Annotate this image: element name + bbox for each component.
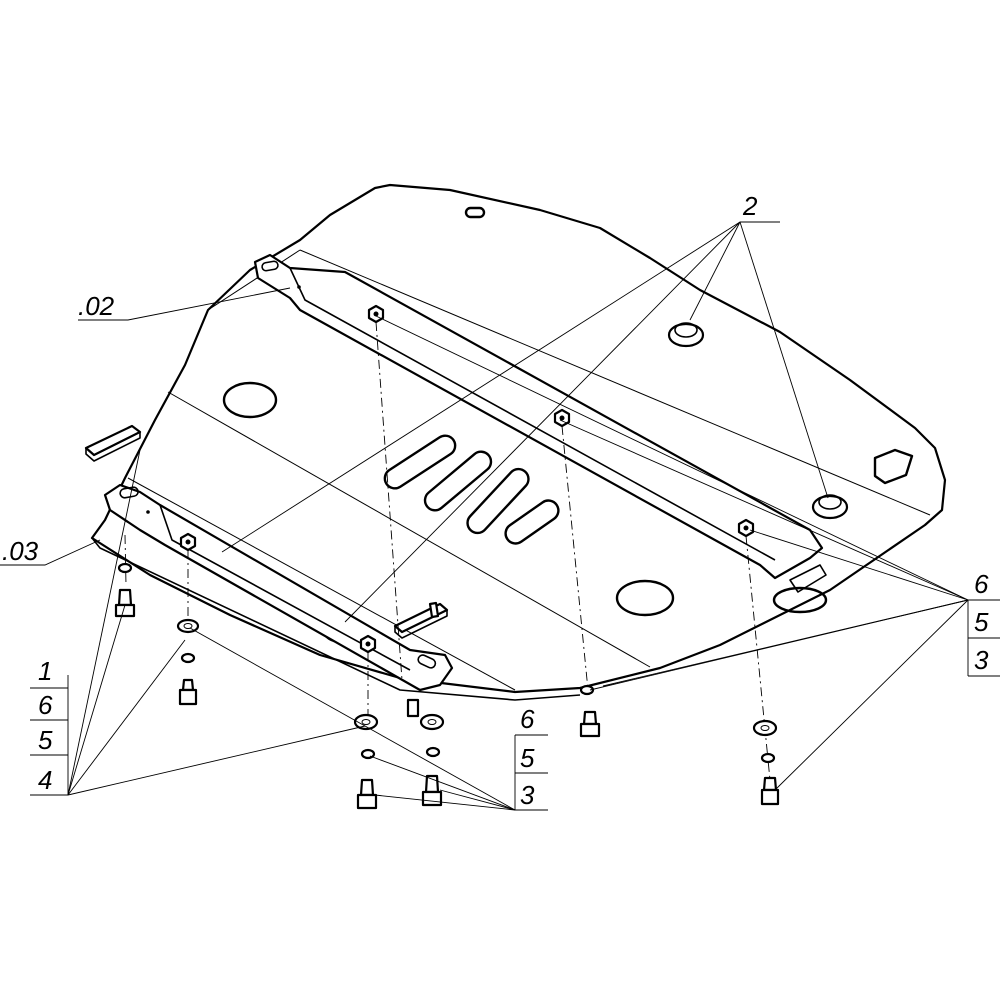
washer [353, 713, 379, 731]
callout-right-3: 3 [974, 645, 989, 675]
spring-washer [180, 652, 196, 664]
spring-washer [579, 684, 595, 696]
callout-top-2: 2 [742, 191, 758, 221]
washer-small [117, 562, 133, 574]
washer [176, 618, 200, 634]
callout-part-03: .03 [2, 536, 39, 566]
bushing [811, 494, 849, 520]
plate-cutouts [222, 206, 914, 617]
nut [553, 408, 571, 428]
leader-lines [0, 221, 1000, 811]
nut [359, 634, 377, 654]
callout-part-02: .02 [78, 291, 115, 321]
callout-mid-5: 5 [520, 743, 535, 773]
washer [419, 713, 445, 731]
nut [179, 532, 197, 552]
fasteners [114, 562, 780, 810]
callout-mid-3: 3 [520, 780, 535, 810]
callout-right-5: 5 [974, 607, 989, 637]
callout-left-1: 1 [38, 656, 52, 686]
rear-bracket [253, 253, 827, 593]
nut [737, 518, 755, 538]
callout-right-6: 6 [974, 569, 989, 599]
callout-labels: .02 .03 2 1 6 5 4 6 5 3 6 5 3 [2, 191, 989, 810]
spring-washer [425, 746, 441, 758]
skid-plate [90, 183, 947, 701]
bolt [356, 778, 378, 810]
callout-left-4: 4 [38, 765, 52, 795]
bolt [406, 698, 420, 718]
spacer-plates [84, 424, 449, 639]
callout-left-5: 5 [38, 725, 53, 755]
bolt [178, 678, 198, 706]
callout-left-6: 6 [38, 690, 53, 720]
assembly-axes [124, 321, 771, 781]
bushing [667, 322, 705, 348]
bolt [760, 776, 780, 806]
nut [367, 304, 385, 324]
bolt [579, 710, 601, 738]
spring-washer [760, 752, 776, 764]
callout-mid-6: 6 [520, 704, 535, 734]
bolt [114, 588, 136, 618]
washer [752, 719, 778, 737]
